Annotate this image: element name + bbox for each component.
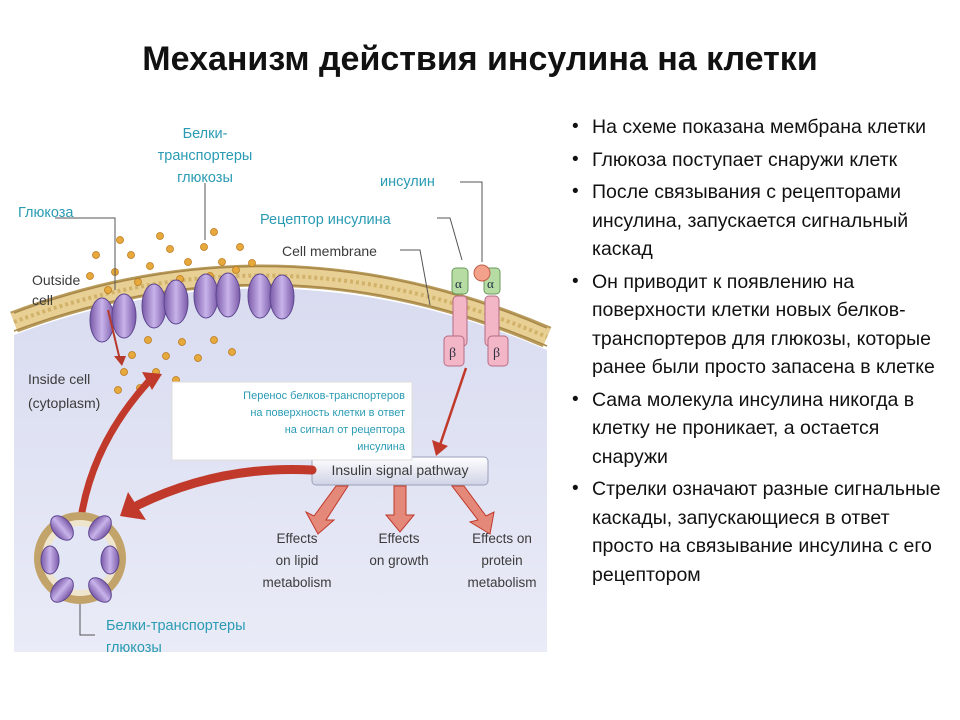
transporter-vesicle	[34, 512, 126, 604]
pathway-to-vesicle-arrow	[133, 464, 317, 510]
bullet-item: • На схеме показана мембрана клетки	[572, 113, 950, 142]
bullet-text: После связывания с рецепторами инсулина,…	[592, 181, 909, 260]
effect-growth-line-1: Effects	[378, 531, 419, 546]
bullet-text: Сама молекула инсулина никогда в клетку …	[592, 388, 915, 468]
glucose-transporter	[247, 273, 295, 320]
bullet-item: • Глюкоза поступает снаружи клетк	[572, 146, 950, 175]
glucose-label: Глюкоза	[18, 205, 74, 221]
pathway-to-vesicle-arrowhead	[120, 492, 146, 520]
effect-protein-line-2: protein	[481, 553, 522, 568]
effect-protein-line-1: Effects on	[472, 531, 532, 546]
insulin-label: инсулин	[380, 174, 435, 190]
receptor-alpha-right: α	[487, 276, 494, 291]
transporters-bottom-label-2: глюкозы	[106, 640, 162, 656]
bullet-dot: •	[572, 478, 579, 499]
bullet-list: • На схеме показана мембрана клетки • Глюк…	[572, 113, 950, 593]
effect-growth-label: Effects on growth	[369, 531, 428, 568]
insulin-receptor: α α β β	[443, 267, 509, 367]
vesicle-to-membrane-arrow	[78, 376, 154, 516]
glucose-entry-arrowhead	[114, 356, 126, 366]
receptor-label: Рецептор инсулина	[260, 212, 392, 228]
glucose-transporter	[141, 279, 189, 329]
outside-cell-label-2: cell	[32, 292, 53, 308]
outside-cell-label-1: Outside	[32, 272, 80, 288]
receptor-alpha-left: α	[455, 276, 462, 291]
vesicle-to-membrane-arrowhead	[142, 372, 162, 390]
callout-line-4: инсулина	[357, 441, 406, 453]
callout-line-1: Перенос белков-транспортеров	[243, 390, 405, 402]
callout-box	[171, 381, 413, 461]
insulin-molecule	[473, 264, 491, 282]
glucose-entry-arrow	[107, 309, 121, 361]
insulin-signal-pathway-label: Insulin signal pathway	[332, 462, 469, 478]
cell-membrane-label: Cell membrane	[282, 243, 377, 259]
effect-lipid-line-1: Effects	[276, 531, 317, 546]
effect-lipid-line-3: metabolism	[262, 575, 331, 590]
transporters-top-label-1: Белки-	[183, 126, 228, 142]
transporters-top-label-3: глюкозы	[177, 170, 233, 186]
glucose-transporter	[89, 293, 137, 343]
transporters-bottom-label-1: Белки-транспортеры	[106, 618, 246, 634]
bullet-text: На схеме показана мембрана клетки	[592, 116, 926, 138]
transporters-top-label-2: транспортеры	[158, 148, 253, 164]
receptor-pathway-arrow	[438, 367, 468, 446]
insulin-mechanism-diagram: α α β β Insulin signal pathway	[10, 126, 552, 656]
bullet-dot: •	[572, 181, 579, 202]
bullet-text: Он приводит к появлению на поверхности к…	[592, 270, 935, 379]
receptor-beta-right: β	[493, 346, 500, 361]
receptor-pathway-arrowhead	[432, 440, 448, 456]
effect-arrows	[304, 485, 495, 535]
slide-title: Механизм действия инсулина на клетки	[142, 40, 818, 78]
effect-lipid-line-2: on lipid	[276, 553, 319, 568]
callout-line-3: на сигнал от рецептора	[285, 424, 406, 436]
bullet-dot: •	[572, 148, 579, 170]
receptor-beta-left: β	[449, 346, 456, 361]
effect-growth-line-2: on growth	[369, 553, 428, 568]
effect-protein-label: Effects on protein metabolism	[467, 531, 536, 590]
effect-protein-line-3: metabolism	[467, 575, 536, 590]
glucose-transporter	[193, 272, 241, 319]
bullet-item: • Стрелки означают разные сигнальные каск…	[572, 475, 950, 589]
effect-lipid-label: Effects on lipid metabolism	[262, 531, 331, 590]
bullet-dot: •	[572, 270, 579, 292]
inside-cell-label-2: (cytoplasm)	[28, 395, 100, 411]
bullet-text: Стрелки означают разные сигнальные каска…	[592, 478, 941, 586]
bullet-item: • После связывания с рецепторами инсулина…	[572, 178, 950, 264]
bullet-text: Глюкоза поступает снаружи клетк	[592, 148, 898, 171]
inside-cell-label-1: Inside cell	[28, 371, 90, 387]
bullet-dot: •	[572, 116, 579, 137]
bullet-item: • Сама молекула инсулина никогда в клетку…	[572, 386, 950, 472]
bullet-dot: •	[572, 388, 579, 410]
bullet-item: • Он приводит к появлению на поверхности …	[572, 268, 950, 382]
callout-line-2: на поверхность клетки в ответ	[250, 407, 405, 419]
